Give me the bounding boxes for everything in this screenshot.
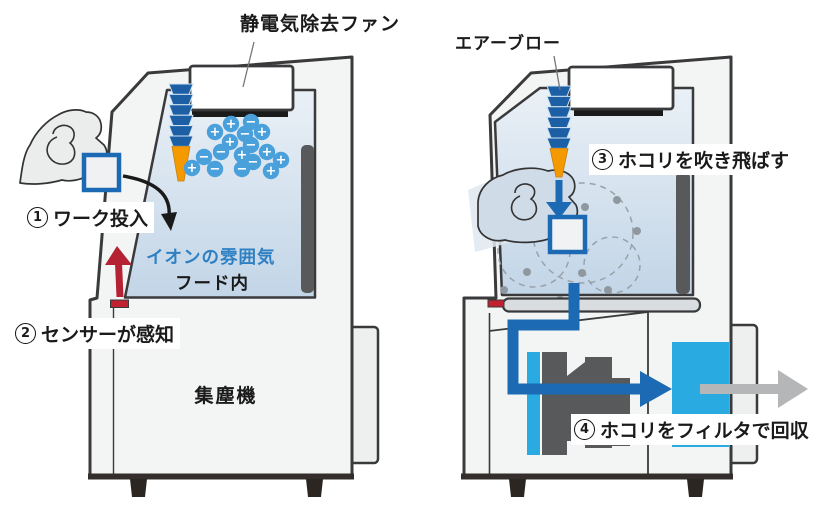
right-nozzle-tip xyxy=(549,148,569,178)
ion-sign: + xyxy=(257,125,268,140)
ion-sign: − xyxy=(240,127,251,142)
insert-arrow-curve xyxy=(122,174,171,217)
dust-dot xyxy=(613,196,621,204)
ion-sign: + xyxy=(225,135,236,150)
insert-arrow-head xyxy=(161,212,177,231)
fan-label-pointer xyxy=(242,41,255,88)
left-hand-finger-curl xyxy=(46,124,76,165)
ion-particle xyxy=(253,123,271,141)
step-3-blow-dust: 3 ホコリを吹き飛ばす xyxy=(589,144,796,175)
blow-arrow-head xyxy=(546,202,572,219)
ion-sign: + xyxy=(226,117,237,132)
left-fan-grille xyxy=(192,110,288,117)
right-foot xyxy=(687,479,704,497)
ion-sign: + xyxy=(266,164,277,179)
ion-sign: − xyxy=(237,162,248,177)
static-eliminator-fan-box xyxy=(188,64,295,112)
right-hood-lamp-bar xyxy=(676,172,690,294)
right-hand-finger-curl xyxy=(510,183,538,221)
ion-particle xyxy=(183,159,201,177)
dust-dot xyxy=(633,227,641,235)
right-sensor xyxy=(487,299,505,308)
dust-dot xyxy=(523,268,531,276)
right-base xyxy=(461,473,733,480)
step-2-sensor-detect: 2 センサーが感知 xyxy=(12,318,181,349)
ion-particle xyxy=(233,160,251,178)
dust-swirl-arc xyxy=(583,236,641,294)
inside-hood-label: フード内 xyxy=(175,274,249,294)
exhaust-arrow-shaft xyxy=(700,384,778,394)
left-machine: ++−−++−++−−−++−−+ xyxy=(19,41,380,497)
ion-particle xyxy=(195,148,213,166)
air-label-pointer xyxy=(553,55,561,91)
dust-collector-label: 集塵機 xyxy=(194,385,258,407)
ion-sign: − xyxy=(216,145,227,160)
exhaust-arrow-head xyxy=(778,370,808,408)
ion-atmosphere-label: イオンの雰囲気 xyxy=(146,248,276,268)
right-foot xyxy=(509,479,526,497)
left-foot xyxy=(306,479,323,497)
ion-cloud: ++−−++−++−−−++−−+ xyxy=(183,113,290,180)
step-4-collect-filter: 4 ホコリをフィルタで回収 xyxy=(571,414,815,445)
step-2-number: 2 xyxy=(15,323,36,344)
right-nozzle xyxy=(546,85,572,149)
ion-sign: + xyxy=(210,125,221,140)
step-1-number: 1 xyxy=(27,207,48,228)
ion-particle xyxy=(206,123,224,141)
sensor-arrow-head xyxy=(105,246,132,265)
ion-particle xyxy=(272,151,290,169)
dust-dot xyxy=(581,203,589,211)
step-2-text: センサーが感知 xyxy=(41,324,175,346)
left-hood-lamp-bar xyxy=(301,145,314,293)
ion-particle xyxy=(212,143,230,161)
step-1-text: ワーク投入 xyxy=(53,208,149,230)
dust-dot xyxy=(578,269,586,277)
left-workpiece xyxy=(81,152,122,193)
step-3-text: ホコリを吹き飛ばす xyxy=(618,150,790,172)
step-3-number: 3 xyxy=(592,149,613,170)
ion-particle xyxy=(262,162,280,180)
left-nozzle xyxy=(168,83,194,147)
right-fan-grille xyxy=(574,109,663,116)
left-side-panel xyxy=(348,325,380,465)
ion-sign: − xyxy=(246,138,257,153)
ion-particle xyxy=(222,115,240,133)
hood-floor-tray xyxy=(501,297,702,313)
ion-sign: − xyxy=(246,115,257,130)
ion-particle xyxy=(206,160,224,178)
static-fan-label: 静電気除去ファン xyxy=(239,13,400,35)
dust-dot xyxy=(500,286,508,294)
step-1-work-insert: 1 ワーク投入 xyxy=(24,202,155,233)
dust-dot xyxy=(604,286,612,294)
right-workpiece xyxy=(547,214,588,255)
air-blow-fan-box xyxy=(567,65,675,111)
step-4-number: 4 xyxy=(574,419,595,440)
ion-particle xyxy=(258,143,276,161)
suction-arrow-head xyxy=(640,371,672,407)
left-base xyxy=(88,473,354,480)
air-blow-label: エアーブロー xyxy=(455,34,561,54)
blow-arrow-shaft xyxy=(555,180,563,203)
left-foot xyxy=(130,479,147,497)
ion-sign: − xyxy=(199,150,210,165)
step-4-text: ホコリをフィルタで回収 xyxy=(600,420,809,442)
suction-duct-pipe xyxy=(507,283,642,395)
ion-sign: + xyxy=(262,145,273,160)
ion-sign: + xyxy=(276,153,287,168)
left-sensor xyxy=(110,299,129,308)
ion-sign: + xyxy=(237,148,248,163)
sensor-arrow-shaft xyxy=(115,263,124,297)
ion-sign: − xyxy=(210,162,221,177)
ion-sign: − xyxy=(248,155,259,170)
pre-filter-bar xyxy=(527,352,540,455)
ion-sign: + xyxy=(187,161,198,176)
